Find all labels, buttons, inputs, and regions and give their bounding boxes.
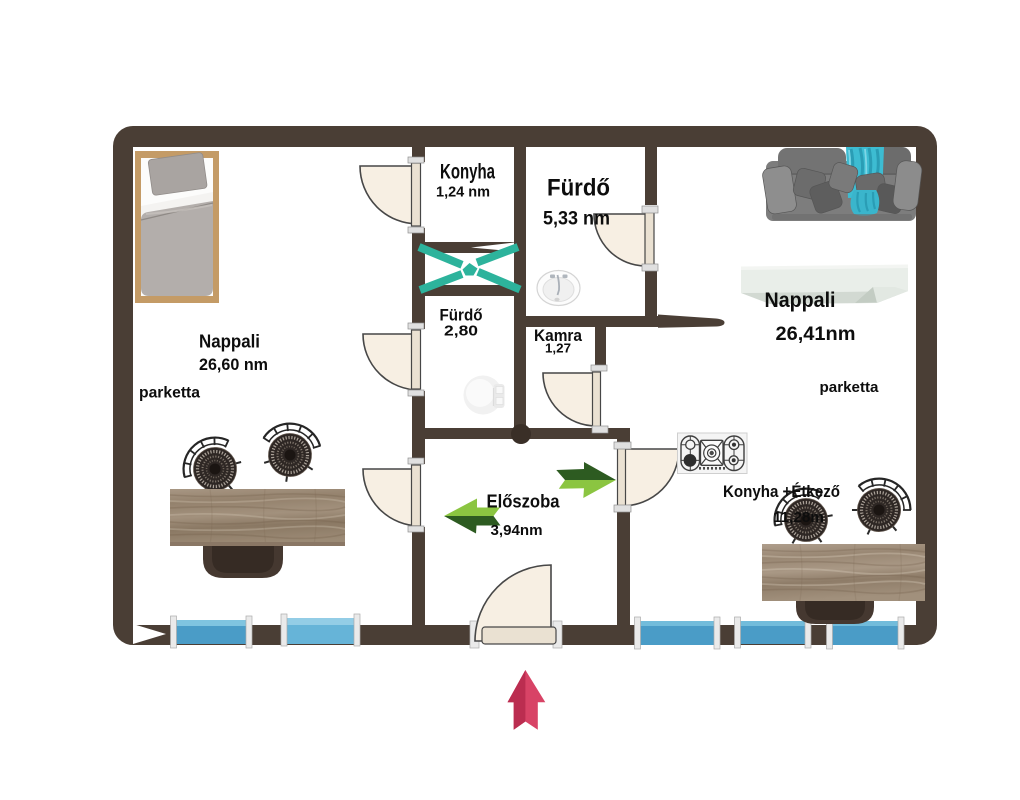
svg-text:Konyha +Étkező: Konyha +Étkező [723, 482, 840, 501]
svg-text:parketta: parketta [820, 380, 880, 396]
svg-text:Fürdő: Fürdő [547, 175, 610, 202]
svg-text:Előszoba: Előszoba [487, 491, 561, 512]
svg-text:11,28m: 11,28m [773, 510, 824, 526]
svg-text:Fürdő: Fürdő [440, 307, 483, 325]
svg-text:3,94nm: 3,94nm [491, 522, 543, 539]
svg-text:Konyha: Konyha [440, 161, 495, 184]
svg-text:26,41nm: 26,41nm [776, 324, 856, 345]
svg-text:Nappali: Nappali [765, 289, 836, 312]
svg-text:Kamra: Kamra [534, 326, 582, 345]
svg-text:26,60 nm: 26,60 nm [199, 355, 268, 374]
svg-text:1,27: 1,27 [545, 341, 571, 356]
svg-text:Nappali: Nappali [199, 332, 260, 352]
svg-text:5,33 nm: 5,33 nm [543, 208, 610, 230]
svg-text:2,80: 2,80 [444, 323, 478, 340]
svg-text:1,24 nm: 1,24 nm [436, 185, 490, 201]
svg-text:parketta: parketta [139, 385, 200, 402]
